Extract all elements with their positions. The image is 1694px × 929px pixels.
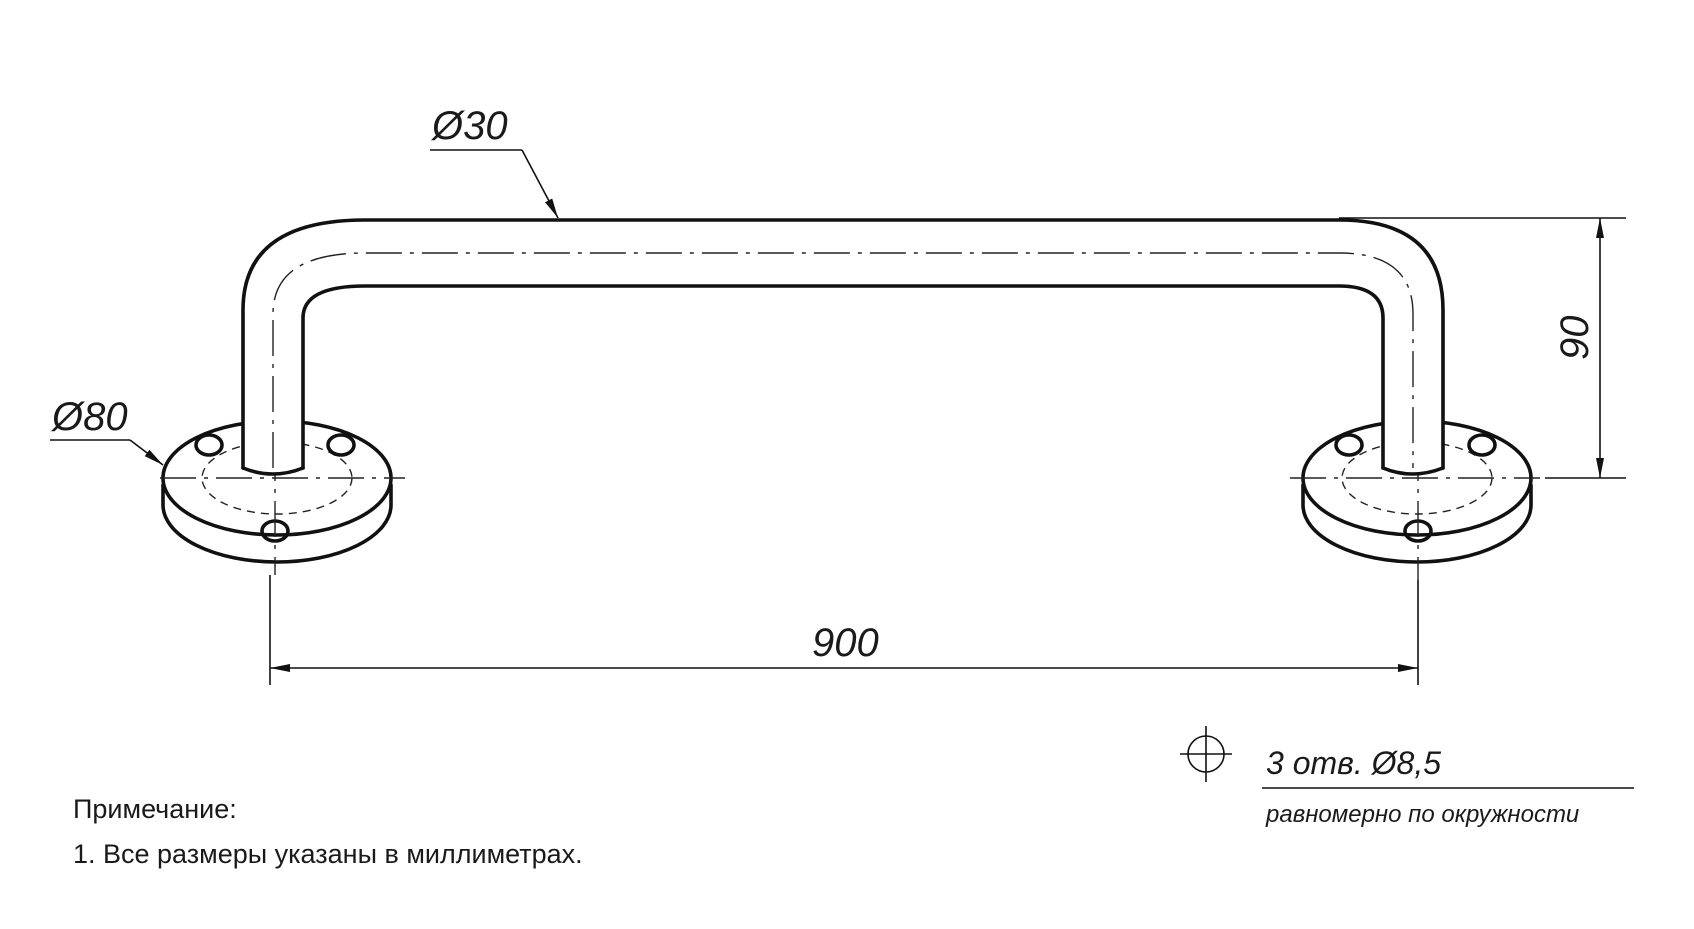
right-hole-1 (1334, 433, 1364, 457)
handrail-tube (241, 218, 1445, 476)
holes-callout: 3 отв. Ø8,5 равномерно по окружности (1180, 726, 1634, 828)
flange-diameter-label: Ø80 (50, 395, 128, 439)
height-label: 90 (1553, 316, 1597, 361)
tube-diameter-label: Ø30 (430, 104, 508, 148)
holes-label: 3 отв. Ø8,5 (1266, 745, 1441, 781)
left-hole-2 (326, 433, 356, 457)
height-dimension: 90 (1339, 217, 1626, 479)
note-item: 1. Все размеры указаны в миллиметрах. (73, 839, 583, 869)
length-label: 900 (812, 621, 879, 665)
tube-diameter-dimension: Ø30 (430, 104, 559, 219)
notes: Примечание: 1. Все размеры указаны в мил… (73, 794, 583, 869)
length-dimension: 900 (269, 575, 1419, 685)
right-hole-2 (1467, 433, 1497, 457)
holes-sublabel: равномерно по окружности (1265, 801, 1579, 828)
left-hole-1 (194, 433, 224, 457)
note-heading: Примечание: (73, 794, 237, 824)
flange-diameter-dimension: Ø80 (50, 395, 164, 466)
